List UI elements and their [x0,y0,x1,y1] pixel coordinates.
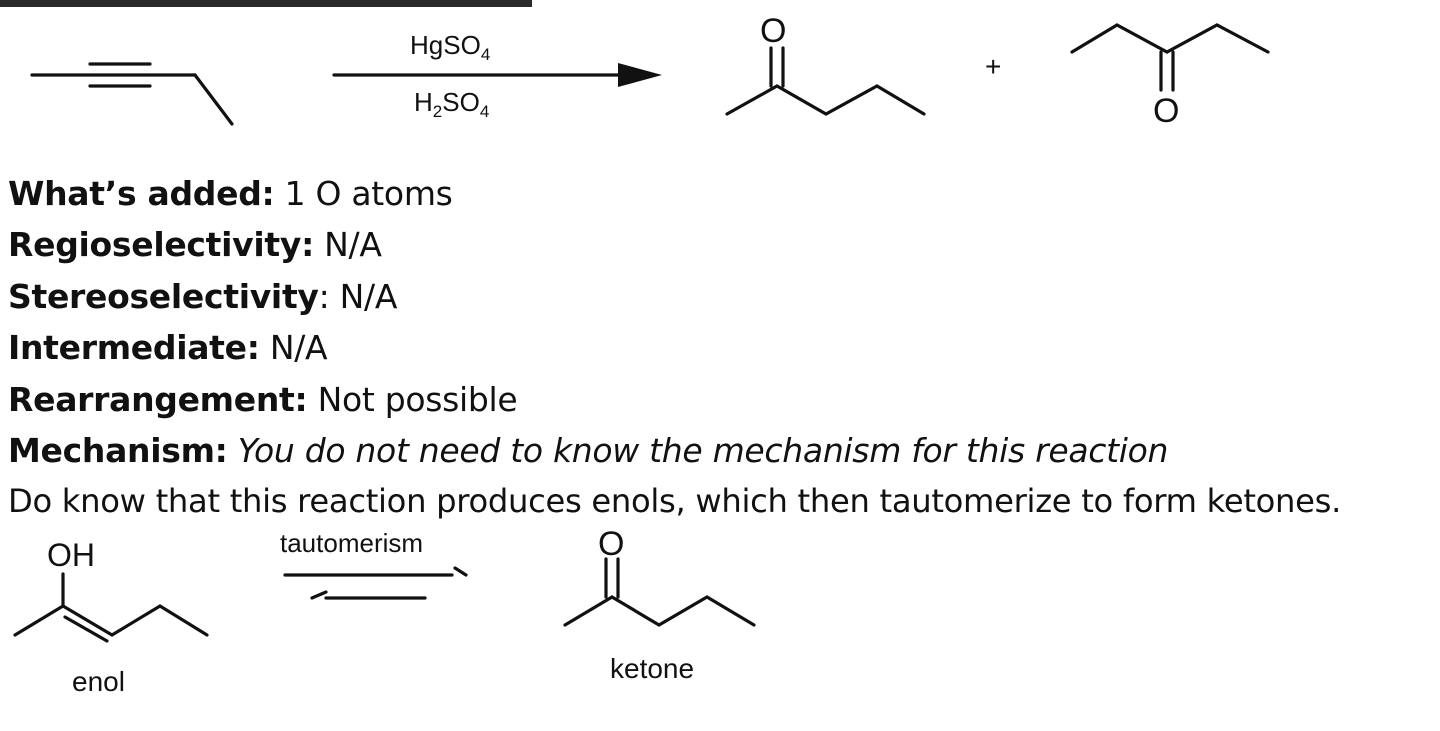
section-heading-underline [0,0,532,7]
reagent-hgso4: HgSO4 [410,30,490,64]
enol-structure [13,572,209,643]
reaction-arrow-head [618,63,662,87]
plus-sign: + [985,51,1001,82]
enol-tautomerization-note: Do know that this reaction produces enol… [8,482,1342,521]
product-3-pentanone [1070,23,1270,92]
detail-line-intermediate: Intermediate: N/A [8,322,1438,373]
detail-line-rearrangement: Rearrangement: Not possible [8,374,1438,425]
equilibrium-arrows [283,566,468,600]
detail-label: Rearrangement: [8,379,308,419]
detail-line-mechanism: Mechanism: You do not need to know the m… [8,425,1438,476]
tautomerism-label: tautomerism [280,528,423,558]
enol-oh-label: OH [47,537,95,573]
detail-line-whats-added: What’s added: 1 O atoms [8,168,1438,219]
enol-caption: enol [72,666,125,697]
ketone-oxygen-label: O [598,525,624,563]
detail-label: Stereoselectivity [8,276,319,316]
detail-line-stereoselectivity: Stereoselectivity: N/A [8,271,1438,322]
detail-value: N/A [259,328,328,368]
detail-value: : N/A [318,276,398,316]
ketone-structure [563,557,756,627]
reagent-h2so4: H2SO4 [414,87,489,121]
product1-oxygen-label: O [760,12,786,50]
detail-label: Mechanism: [8,431,228,471]
detail-value: Not possible [307,379,518,419]
product-2-pentanone [725,46,926,116]
detail-value: N/A [313,225,382,265]
detail-label: What’s added: [8,174,275,213]
product2-oxygen-label: O [1153,92,1179,130]
detail-label: Regioselectivity: [8,225,314,265]
ketone-caption: ketone [610,653,694,684]
detail-line-regioselectivity: Regioselectivity: N/A [8,219,1438,270]
detail-label: Intermediate: [8,328,260,368]
detail-value: 1 O atoms [274,174,453,213]
reaction-details: What’s added: 1 O atoms Regioselectivity… [8,168,1438,528]
detail-value: You do not need to know the mechanism fo… [237,431,1169,471]
alkyne-structure [30,62,234,126]
